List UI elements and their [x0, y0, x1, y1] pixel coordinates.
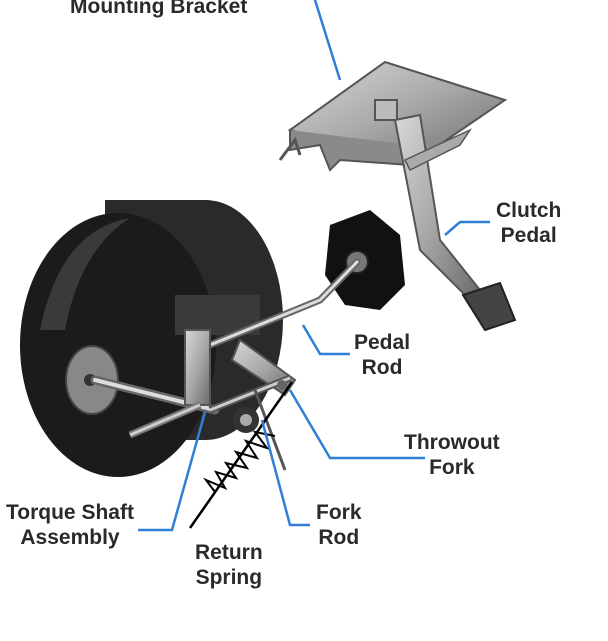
label-return-spring-line1: Return	[195, 541, 263, 564]
clutch-pedal-arm	[393, 113, 517, 332]
label-mounting-bracket: Mounting Bracket	[70, 0, 247, 19]
label-throwout-fork-line1: Throwout	[404, 431, 500, 454]
label-return-spring: Return Spring	[195, 540, 263, 590]
leader-clutch-pedal	[444, 220, 490, 236]
label-torque-shaft-assembly: Torque Shaft Assembly	[6, 500, 134, 550]
leader-throwout-fork	[288, 389, 425, 460]
leader-pedal-rod	[301, 324, 350, 356]
pedal-disc	[325, 210, 405, 310]
throwout-fork	[208, 338, 297, 414]
label-mounting-bracket-text: Mounting Bracket	[70, 0, 248, 18]
label-pedal-rod-line1: Pedal	[354, 331, 411, 354]
label-torque-shaft-line2: Assembly	[20, 526, 120, 549]
leader-mounting-bracket	[313, 0, 342, 81]
label-fork-rod: Fork Rod	[316, 500, 362, 550]
label-fork-rod-line1: Fork	[316, 501, 362, 524]
label-clutch-pedal-line2: Pedal	[500, 224, 557, 247]
label-throwout-fork: Throwout Fork	[404, 430, 500, 480]
leader-torque-shaft	[138, 411, 207, 532]
label-return-spring-line2: Spring	[195, 566, 263, 589]
leader-fork-rod	[260, 419, 310, 527]
label-clutch-pedal-line1: Clutch	[496, 199, 562, 222]
fork-rod	[233, 389, 287, 471]
pedal-rod	[206, 258, 361, 349]
label-clutch-pedal: Clutch Pedal	[496, 198, 561, 248]
label-torque-shaft-line1: Torque Shaft	[6, 501, 134, 524]
mounting-bracket	[278, 60, 508, 172]
return-spring	[188, 381, 294, 529]
leader-lines	[138, 0, 490, 532]
label-throwout-fork-line2: Fork	[429, 456, 475, 479]
label-pedal-rod-line2: Rod	[361, 356, 403, 379]
flywheel-housing	[20, 200, 283, 477]
label-pedal-rod: Pedal Rod	[354, 330, 410, 380]
torque-shaft-assembly	[90, 329, 220, 439]
label-fork-rod-line2: Rod	[318, 526, 360, 549]
